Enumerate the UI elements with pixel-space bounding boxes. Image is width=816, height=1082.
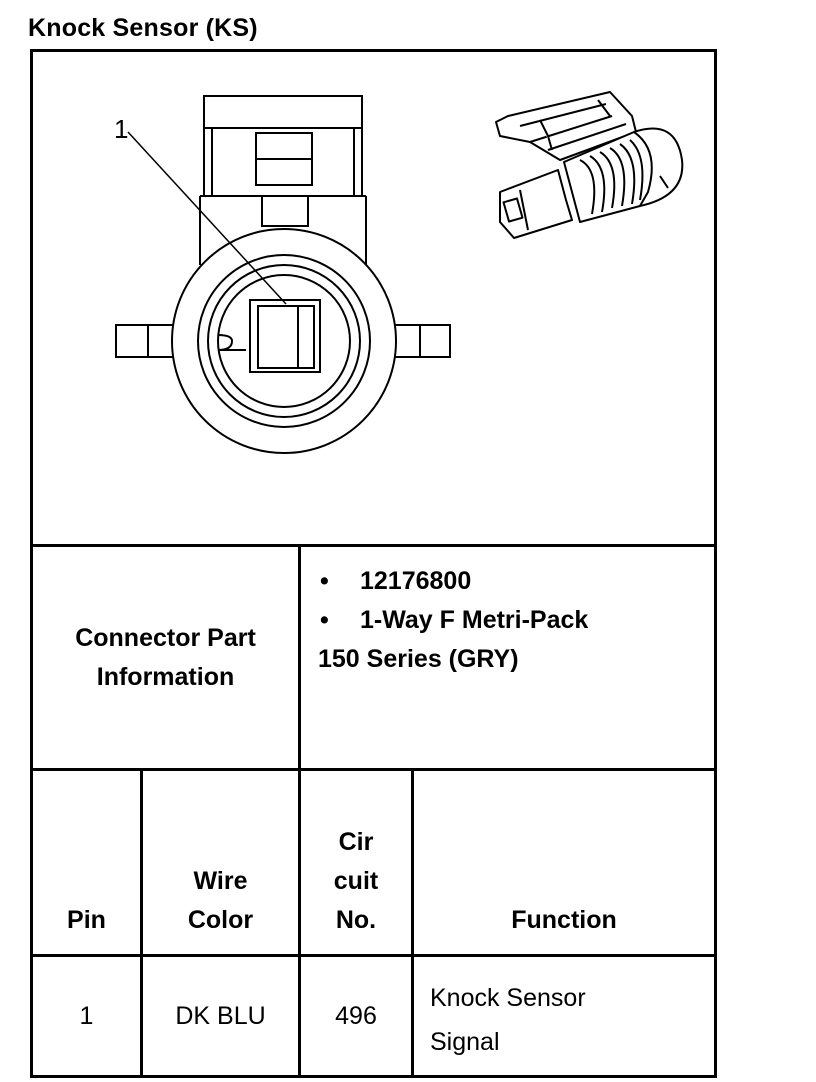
header-circuit-number: Cir cuit No. [333, 828, 379, 934]
table-row-function: Knock Sensor Signal [430, 984, 586, 1056]
connector-type-item: • 1-Way F Metri-Pack [318, 601, 588, 640]
header-pin: Pin [67, 906, 106, 934]
part-number-item: • 12176800 [318, 562, 588, 601]
header-function: Function [511, 906, 617, 934]
table-right-border [714, 49, 717, 1078]
diagram-bottom-border [30, 544, 717, 547]
part-info-bottom-border [30, 768, 717, 771]
table-left-border [30, 49, 33, 1078]
table-top-border [30, 49, 717, 52]
header-wire-color: Wire Color [187, 867, 254, 934]
bullet-icon: • [320, 567, 329, 595]
connector-face-icon [115, 95, 451, 454]
table-bottom-border [30, 1075, 717, 1078]
circuit-function-divider [411, 768, 414, 1078]
header-bottom-border [30, 954, 717, 957]
table-row-wire-color: DK BLU [175, 1001, 266, 1030]
connector-3d-icon [495, 91, 684, 239]
table-row-circuit: 496 [335, 1001, 377, 1030]
part-info-label: Connector Part Information [33, 547, 298, 768]
connector-type-line1: 1-Way F Metri-Pack [360, 606, 589, 634]
bullet-icon: • [320, 606, 329, 634]
table-row-pin: 1 [79, 1001, 94, 1030]
pin-wire-divider [140, 768, 143, 1078]
part-info-label-line2: Information [96, 662, 235, 691]
part-number: 12176800 [360, 567, 472, 595]
connector-type-line2: 150 Series (GRY) [318, 645, 519, 673]
connector-diagram: 1 [114, 91, 684, 454]
page-title: Knock Sensor (KS) [28, 14, 258, 42]
pin-callout-label: 1 [114, 114, 128, 144]
part-info-details: • 12176800 • 1-Way F Metri-Pack 150 Seri… [318, 562, 588, 679]
part-info-label-line1: Connector Part [75, 623, 256, 652]
part-info-divider [298, 544, 301, 1078]
